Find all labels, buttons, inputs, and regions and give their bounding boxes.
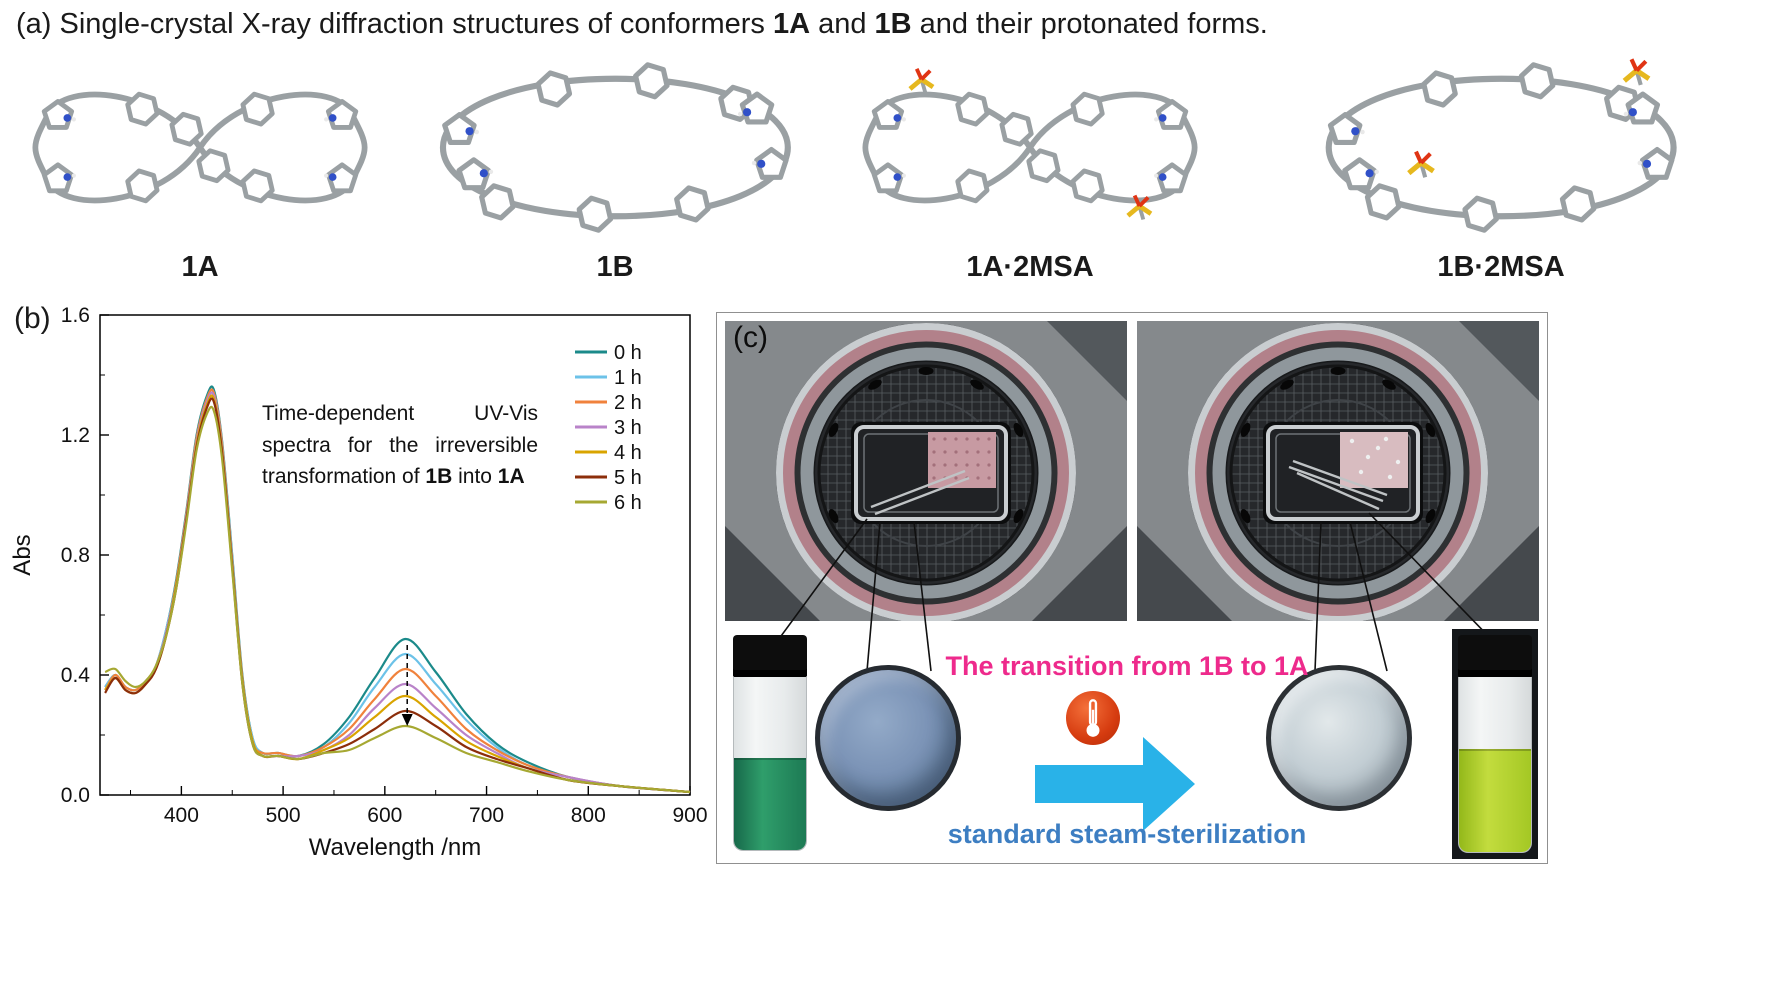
y-tick-label: 1.6 [61,304,90,327]
figure-title: (a) Single-crystal X-ray diffraction str… [16,8,1268,40]
y-tick-label: 0.4 [61,664,91,687]
sterilization-text: standard steam-sterilization [947,819,1307,849]
thermometer-icon [1066,691,1120,745]
vial-glass [733,677,807,851]
vial-green [733,635,807,851]
molecule-row: 1A 1B 1A·2MSA 1B·2MSA [0,50,1772,284]
molecule-label-1a: 1A [181,251,219,283]
molecule-label-1a-2msa: 1A·2MSA [966,251,1094,283]
x-tick-label: 700 [469,804,504,827]
x-tick-label: 600 [367,804,402,827]
legend-label: 2 h [614,392,642,414]
panel-b-label: (b) [14,302,51,335]
x-tick-label: 400 [164,804,199,827]
legend-label: 0 h [614,342,642,364]
axis-title-x: Wavelength /nm [309,834,482,861]
disc-gray-1a [1266,665,1412,811]
disc-blue-1b [815,665,961,811]
molecule-structure-1b-2msa [1325,58,1677,233]
legend: 0 h 1 h 2 h 3 h 4 h 5 h 6 h [575,342,642,514]
molecule-structure-1b [439,62,791,233]
autoclave-photo-left [725,321,1127,621]
y-tick-label: 0.0 [61,784,90,807]
molecule-label-1b-2msa: 1B·2MSA [1437,251,1565,283]
panel-a-label: (a) [16,8,52,40]
x-tick-label: 900 [672,804,707,827]
axis-title-y: Abs [9,534,36,575]
molecule-cell-1a: 1A [0,50,400,284]
vial-yellow-green [1458,635,1532,853]
y-tick-label: 0.8 [61,544,90,567]
steam-arrow [1035,737,1195,831]
x-tick-label: 800 [571,804,606,827]
panel-c-label: (c) [733,321,768,354]
series-line-6h [104,405,691,794]
uvvis-chart: 400 500 600 700 800 900 0.0 0.4 0.8 1.2 1.6Wavelen… [9,304,708,861]
molecule-structure-1a-2msa [862,67,1198,221]
legend-label: 5 h [614,467,642,489]
x-tick-label: 500 [266,804,301,827]
plot-frame [99,314,691,796]
molecule-structure-1a [32,91,368,204]
connector-lines [772,512,1496,672]
transition-text: The transition from 1B to 1A [945,651,1309,681]
vial-cap [733,635,807,677]
molecule-cell-1b: 1B [400,50,830,284]
legend-label: 1 h [614,367,642,389]
vial-glass [1458,677,1532,853]
vial-cap [1458,635,1532,677]
legend-label: 4 h [614,442,642,464]
sterilization-panel: (c) The transition from 1B to 1A standar… [716,312,1548,864]
thermometer-glyph [1086,699,1100,737]
vial-yellowgreen-frame [1452,629,1538,859]
y-tick-label: 1.2 [61,424,90,447]
chart-annotation: Time-dependent UV-Vis spectra for the ir… [262,402,538,488]
molecule-cell-1b2msa: 1B·2MSA [1230,50,1772,284]
molecule-label-1b: 1B [596,251,634,283]
green-solution [734,758,806,850]
yellow-green-solution [1459,748,1531,852]
molecule-cell-1a2msa: 1A·2MSA [830,50,1230,284]
autoclave-photo-right [1137,321,1539,621]
legend-label: 3 h [614,417,642,439]
legend-label: 6 h [614,492,642,514]
